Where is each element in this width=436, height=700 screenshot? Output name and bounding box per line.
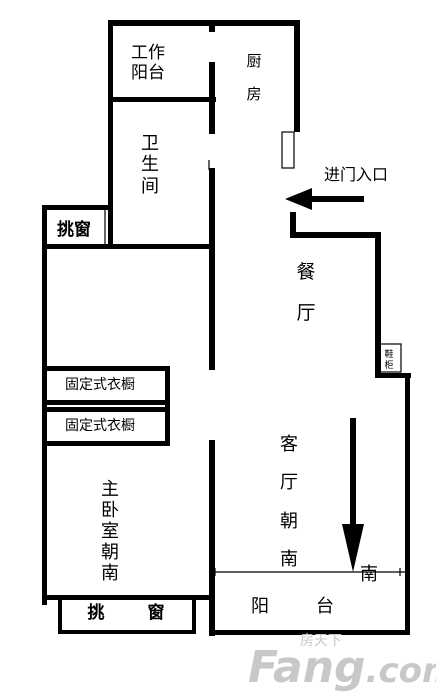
wardrobe-2-label: 固定式衣橱 xyxy=(65,418,135,434)
master-bedroom-label-5: 南 xyxy=(101,563,119,584)
bay-window-top-label: 挑窗 xyxy=(57,219,91,240)
bathroom-label-1: 卫 xyxy=(141,133,159,154)
living-room-label-3: 朝 xyxy=(280,511,298,532)
small-cabinet-label-1: 鞋 xyxy=(384,348,393,360)
dining-label-2: 厅 xyxy=(296,302,315,324)
living-room-label-1: 客 xyxy=(280,434,298,455)
balcony-label-1: 阳 xyxy=(251,596,269,617)
work-balcony-label-1: 工作 xyxy=(131,43,165,63)
master-bedroom-label-1: 主 xyxy=(101,479,119,500)
dining-label-1: 餐 xyxy=(296,261,315,283)
living-room-label-2: 厅 xyxy=(280,472,298,493)
entrance-label: 进门入口 xyxy=(324,165,388,184)
south-arrow xyxy=(342,418,364,572)
bathroom-label-3: 间 xyxy=(141,176,159,197)
kitchen-label-2: 房 xyxy=(246,85,261,103)
master-bedroom-label-4: 朝 xyxy=(101,542,119,563)
bay-window-bottom-label-1: 挑 xyxy=(88,602,105,623)
small-cabinet-label-2: 柜 xyxy=(384,359,393,371)
living-room-label-4: 南 xyxy=(280,549,298,570)
master-bedroom-label-3: 室 xyxy=(101,521,119,542)
walls xyxy=(42,20,411,636)
bay-window-bottom-label-2: 窗 xyxy=(148,602,165,623)
watermark: 房天下 Fang.com xyxy=(248,633,436,693)
balcony-label-2: 台 xyxy=(316,596,334,617)
labels: 工作 阳台 厨 房 卫 生 间 挑窗 进门入口 餐 厅 鞋 柜 固定式衣橱 固定… xyxy=(57,43,394,623)
south-label: 南 xyxy=(360,564,378,585)
wardrobe-1-label: 固定式衣橱 xyxy=(65,377,135,393)
bathroom-label-2: 生 xyxy=(141,154,159,175)
work-balcony-label-2: 阳台 xyxy=(131,63,165,83)
watermark-prefix: 房天下 xyxy=(300,633,342,649)
watermark-brand: Fang.com xyxy=(248,642,436,693)
thin-lines xyxy=(43,131,405,576)
kitchen-label-1: 厨 xyxy=(246,52,261,70)
master-bedroom-label-2: 卧 xyxy=(101,500,119,521)
entrance-arrow xyxy=(285,188,364,210)
